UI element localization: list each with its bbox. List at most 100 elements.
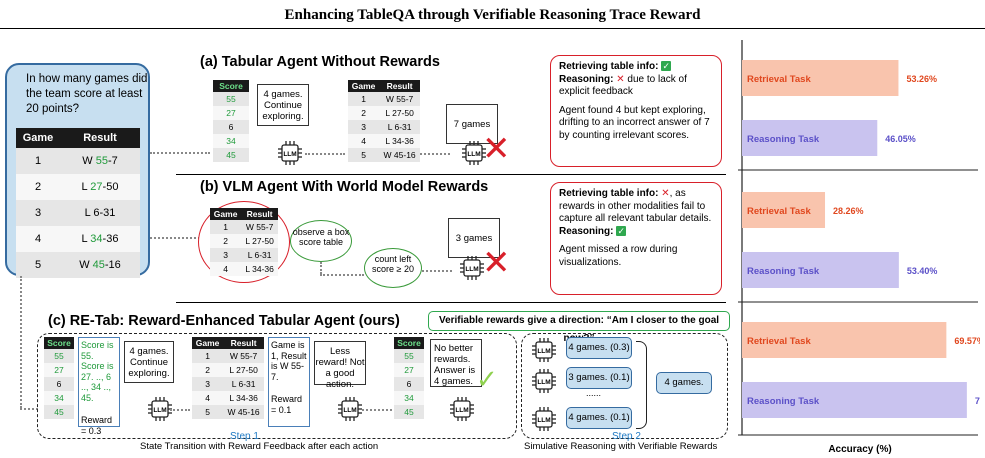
retrieving-label: Retrieving table info: [559,188,659,199]
mid-result-header: Result [379,80,420,92]
table-row: 4 L 34-36 [210,262,278,276]
cross-icon: ✕ [661,188,670,199]
explanation-body-a: Agent found 4 but kept exploring, drifti… [559,104,710,141]
score-header: Score [394,337,424,349]
note-box-c1: Score is 55. Score is 27. .., 6 .., 34 .… [78,337,120,436]
llm-chip-icon: LLM [530,367,558,400]
result-cell: L 34-36 [60,226,140,252]
candidate-3: 4 games. (0.1) [566,407,632,429]
llm-label: LLM [343,407,356,414]
game-cell: 1 [223,222,228,232]
llm-chip-icon: LLM [530,405,558,438]
result-cell: L 6-31 [60,200,140,226]
score-cell: 34 [404,393,414,403]
section-a-title: (a) Tabular Agent Without Rewards [200,54,440,70]
game-cell: 2 [34,181,42,193]
llm-chip-icon: LLM [276,139,304,172]
game-cell: 4 [223,264,228,274]
llm-label: LLM [537,379,550,386]
result-text: -7 [107,155,118,167]
table-row: 45 [394,405,424,419]
result-cell: W 55-7 [229,351,258,361]
game-cell: 3 [34,207,42,219]
bracket [636,341,647,429]
explanation-box-a: Retrieving table info: ✓ Reasoning: ✕ du… [550,55,722,167]
thought-bubble-b: 3 games [448,218,500,258]
result-text: -36 [102,233,119,245]
result-header: Result [60,128,140,148]
arrow-b1 [320,262,322,274]
step1-label: Step 1 [230,431,259,442]
game-cell: 1 [34,155,42,167]
bar [742,252,899,288]
cloud-result-header: Result [241,208,278,220]
reward-c1: Reward = 0.3 [81,415,113,436]
score-cell: 6 [406,379,412,389]
score-column-c2: Score 55 27 6 34 45 [394,337,424,419]
cross-icon: ✕ [482,130,511,168]
candidate-2: 3 games. (0.1) [566,367,632,389]
llm-label: LLM [537,417,550,424]
note-box-c2: Game is 1, Result is W 55-7. Reward = 0.… [268,337,310,427]
game-cell: 5 [205,407,210,417]
score-cell: 27 [54,365,64,375]
mid-result-header: Result [223,337,264,349]
llm-chip-icon: LLM [336,395,364,428]
thought-bubble-c1: 4 games. Continue exploring. [124,341,174,383]
table-row: 5 W 45-16 [16,252,140,278]
result-cell: L 34-36 [229,393,258,403]
reasoning-label: Reasoning: [559,225,614,237]
score-header: Score [213,80,249,92]
game-cell: 4 [205,393,210,403]
cloud-observe: observe a box score table [290,220,352,262]
table-row: 55 [213,92,249,106]
result-score: 34 [90,233,103,245]
result-text: -50 [102,181,119,193]
score-cell: 27 [404,365,414,375]
result-cell: W 55-7 [60,148,140,174]
thought-bubble-c2: Less reward! Not a good action. [314,341,366,390]
result-cell: W 55-7 [385,94,414,104]
bar-value-label: 69.57% [954,336,980,346]
game-cell: 3 [205,379,210,389]
x-axis-label: Accuracy (%) [828,444,891,455]
table-row: 2 L 27-50 [16,174,140,200]
mid-game-header: Game [192,337,224,349]
score-cell: 55 [404,351,414,361]
result-cell: L 34-36 [245,264,274,274]
game-cell: 2 [205,365,210,375]
divider-bc [176,302,726,303]
score-header: Score [44,337,74,349]
reasoning-note: due to lack of explicit feedback [559,73,687,98]
game-cell: 3 [223,250,228,260]
section-b-title: (b) VLM Agent With World Model Rewards [200,179,489,195]
verifiable-banner: Verifiable rewards give a direction: “Am… [428,311,730,344]
table-row: 4 L 34-36 [16,226,140,252]
bar [742,322,947,358]
note-text-c2: Game is 1, Result is W 55-7. [271,340,307,382]
llm-chip-icon: LLM [448,395,476,428]
result-cell: L 6-31 [387,122,412,132]
llm-label: LLM [153,407,166,414]
reward-c2: Reward = 0.1 [271,394,303,415]
bar-value-label: 28.26% [833,206,864,216]
question-text: In how many games did the team score at … [26,73,148,115]
result-text: L [81,181,91,193]
arrow-b3 [422,270,452,272]
game-header: Game [16,128,60,148]
table-row: 55 [44,349,74,363]
cloud-count: count left score ≥ 20 [364,248,422,288]
arrow-c1 [170,409,190,411]
result-text: L [81,233,91,245]
check-icon: ✓ [476,364,498,394]
retrieving-label: Retrieving table info: [559,61,659,72]
note-text-c1: Score is 55. Score is 27. .., 6 .., 34 .… [81,340,114,403]
